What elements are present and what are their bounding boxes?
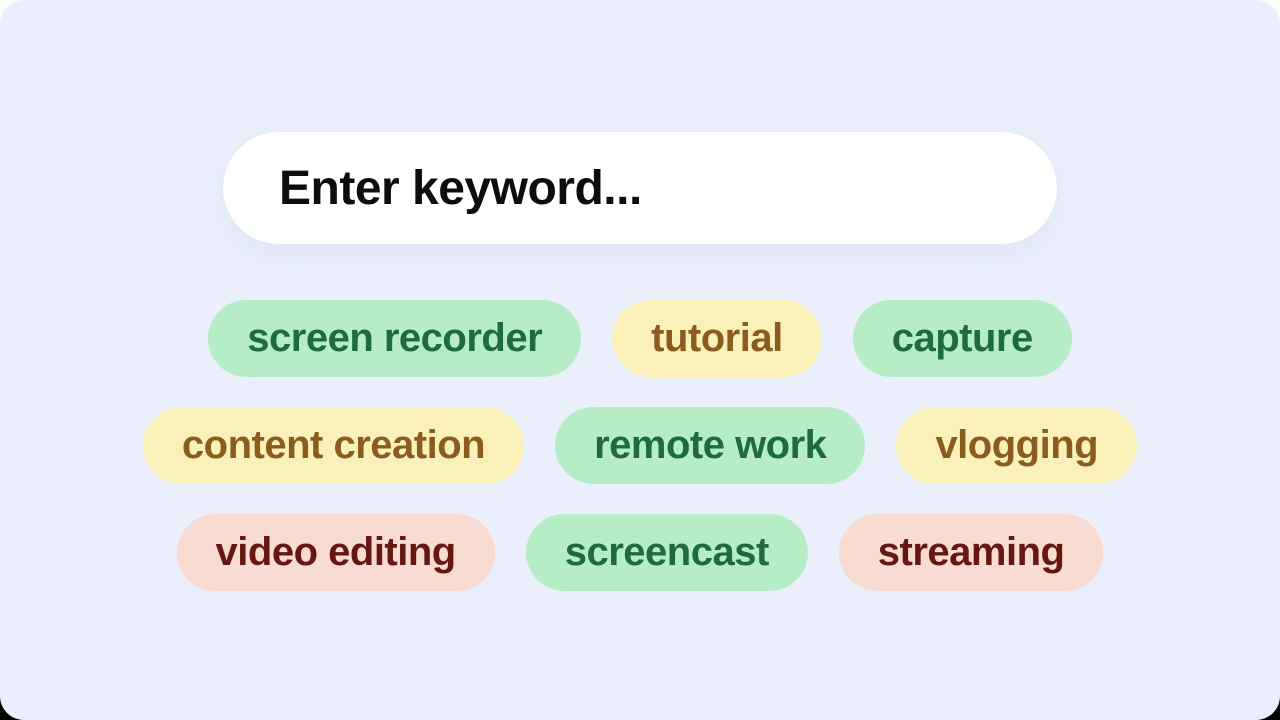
tag-vlogging[interactable]: vlogging xyxy=(896,407,1138,484)
search-bar[interactable] xyxy=(223,132,1057,244)
tag-remote-work[interactable]: remote work xyxy=(555,407,866,484)
tag-row-3: video editing screencast streaming xyxy=(0,514,1280,591)
tag-streaming[interactable]: streaming xyxy=(838,514,1104,591)
tag-row-1: screen recorder tutorial capture xyxy=(0,300,1280,377)
tag-screencast[interactable]: screencast xyxy=(525,514,808,591)
search-input[interactable] xyxy=(277,159,1017,217)
keyword-tags: screen recorder tutorial capture content… xyxy=(0,300,1280,591)
tag-content-creation[interactable]: content creation xyxy=(142,407,525,484)
tag-capture[interactable]: capture xyxy=(852,300,1072,377)
tag-tutorial[interactable]: tutorial xyxy=(612,300,822,377)
tag-screen-recorder[interactable]: screen recorder xyxy=(208,300,582,377)
tag-video-editing[interactable]: video editing xyxy=(176,514,495,591)
tag-row-2: content creation remote work vlogging xyxy=(0,407,1280,484)
